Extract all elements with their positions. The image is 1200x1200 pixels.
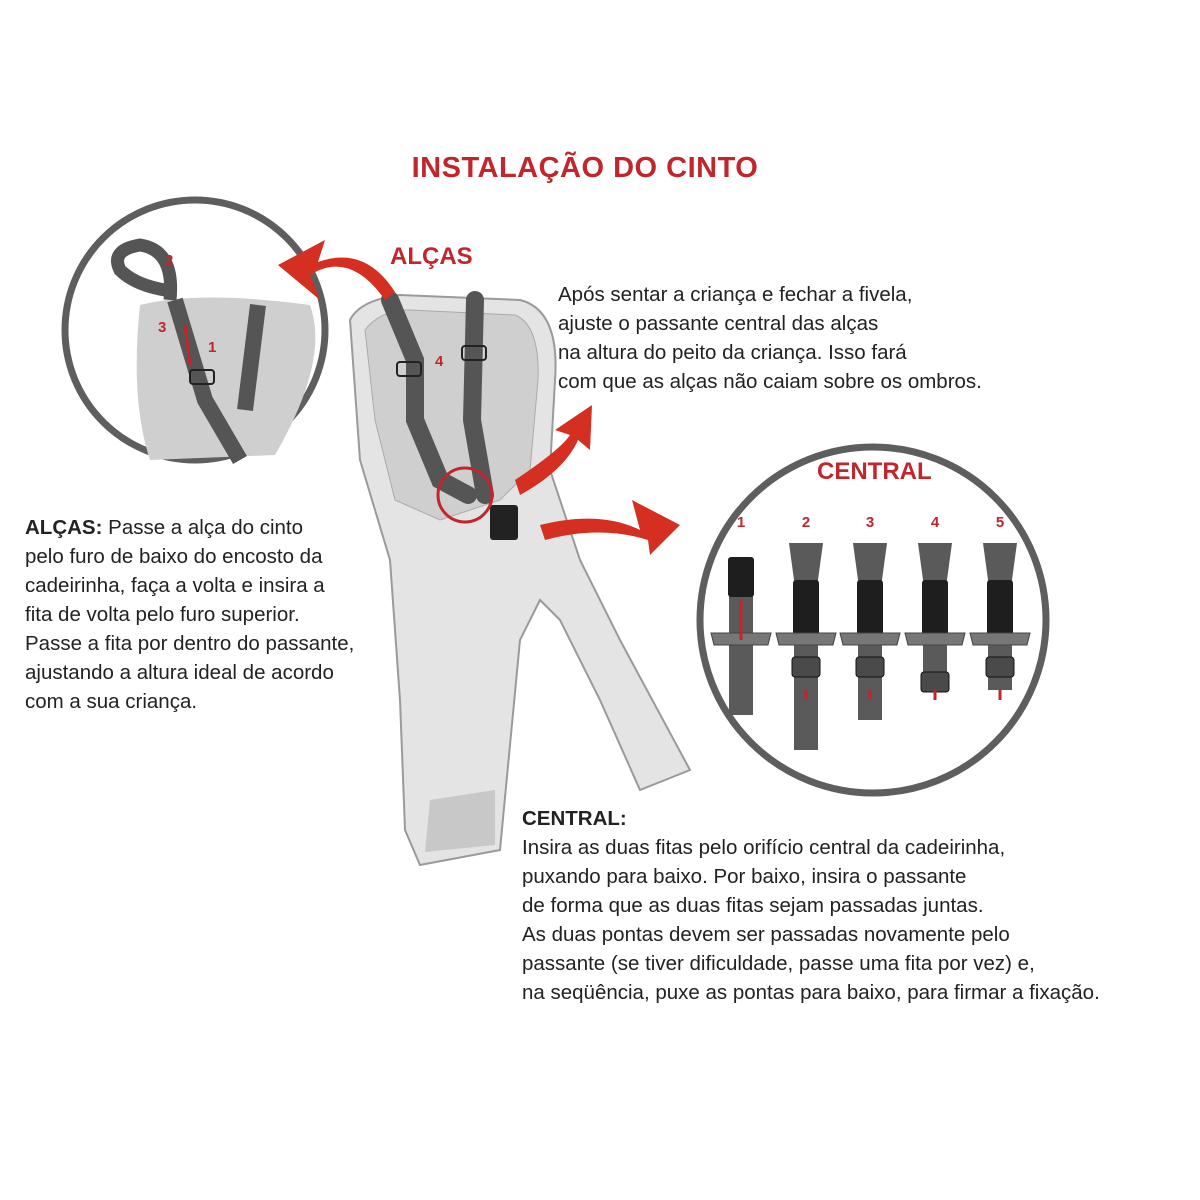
central-step-1: 1: [710, 514, 772, 715]
central-step-number: 3: [866, 514, 874, 531]
central-detail-circle: 1 2 3 4 5: [696, 443, 1050, 797]
alcas-detail-circle: 1 2 3: [61, 196, 329, 465]
central-step-5: 5: [969, 514, 1031, 700]
slider-icon: [791, 656, 821, 678]
alcas-heading: ALÇAS:: [25, 516, 103, 539]
central-step-number: 5: [996, 514, 1004, 531]
buckle-icon: [728, 557, 754, 597]
central-step-number: 1: [737, 514, 745, 531]
seat-step-number: 4: [435, 353, 444, 370]
page-title: INSTALAÇÃO DO CINTO: [411, 152, 759, 184]
buckle-icon: [857, 580, 883, 640]
slider-icon: [985, 656, 1015, 678]
central-step-number: 2: [802, 514, 810, 531]
central-label: CENTRAL: [817, 458, 932, 485]
alcas-instructions: ALÇAS: Passe a alça do cinto pelo furo d…: [25, 516, 355, 713]
central-step-4: 4: [904, 514, 966, 700]
alcas-step-2: 2: [165, 252, 173, 269]
slider-icon: [920, 671, 950, 693]
arrow-to-central-icon: [540, 500, 680, 555]
buckle-icon: [793, 580, 819, 640]
highlight-ring: [436, 466, 494, 524]
arrow-to-alcas-icon: [278, 240, 395, 300]
central-step-2: 2: [775, 514, 837, 750]
central-step-3: 3: [839, 514, 901, 720]
alcas-label: ALÇAS: [390, 243, 473, 270]
child-seat-illustration: 4: [348, 291, 692, 867]
buckle-icon: [922, 580, 948, 640]
alcas-step-1: 1: [208, 339, 216, 356]
alcas-step-3: 3: [158, 319, 166, 336]
central-instructions: CENTRAL: Insira as duas fitas pelo orifí…: [522, 807, 1100, 1004]
central-heading: CENTRAL:: [522, 807, 627, 830]
buckle-icon: [987, 580, 1013, 640]
intro-text: Após sentar a criança e fechar a fivela,…: [558, 283, 982, 393]
central-step-number: 4: [931, 514, 940, 531]
slider-icon: [855, 656, 885, 678]
arrow-to-intro-icon: [515, 405, 592, 495]
